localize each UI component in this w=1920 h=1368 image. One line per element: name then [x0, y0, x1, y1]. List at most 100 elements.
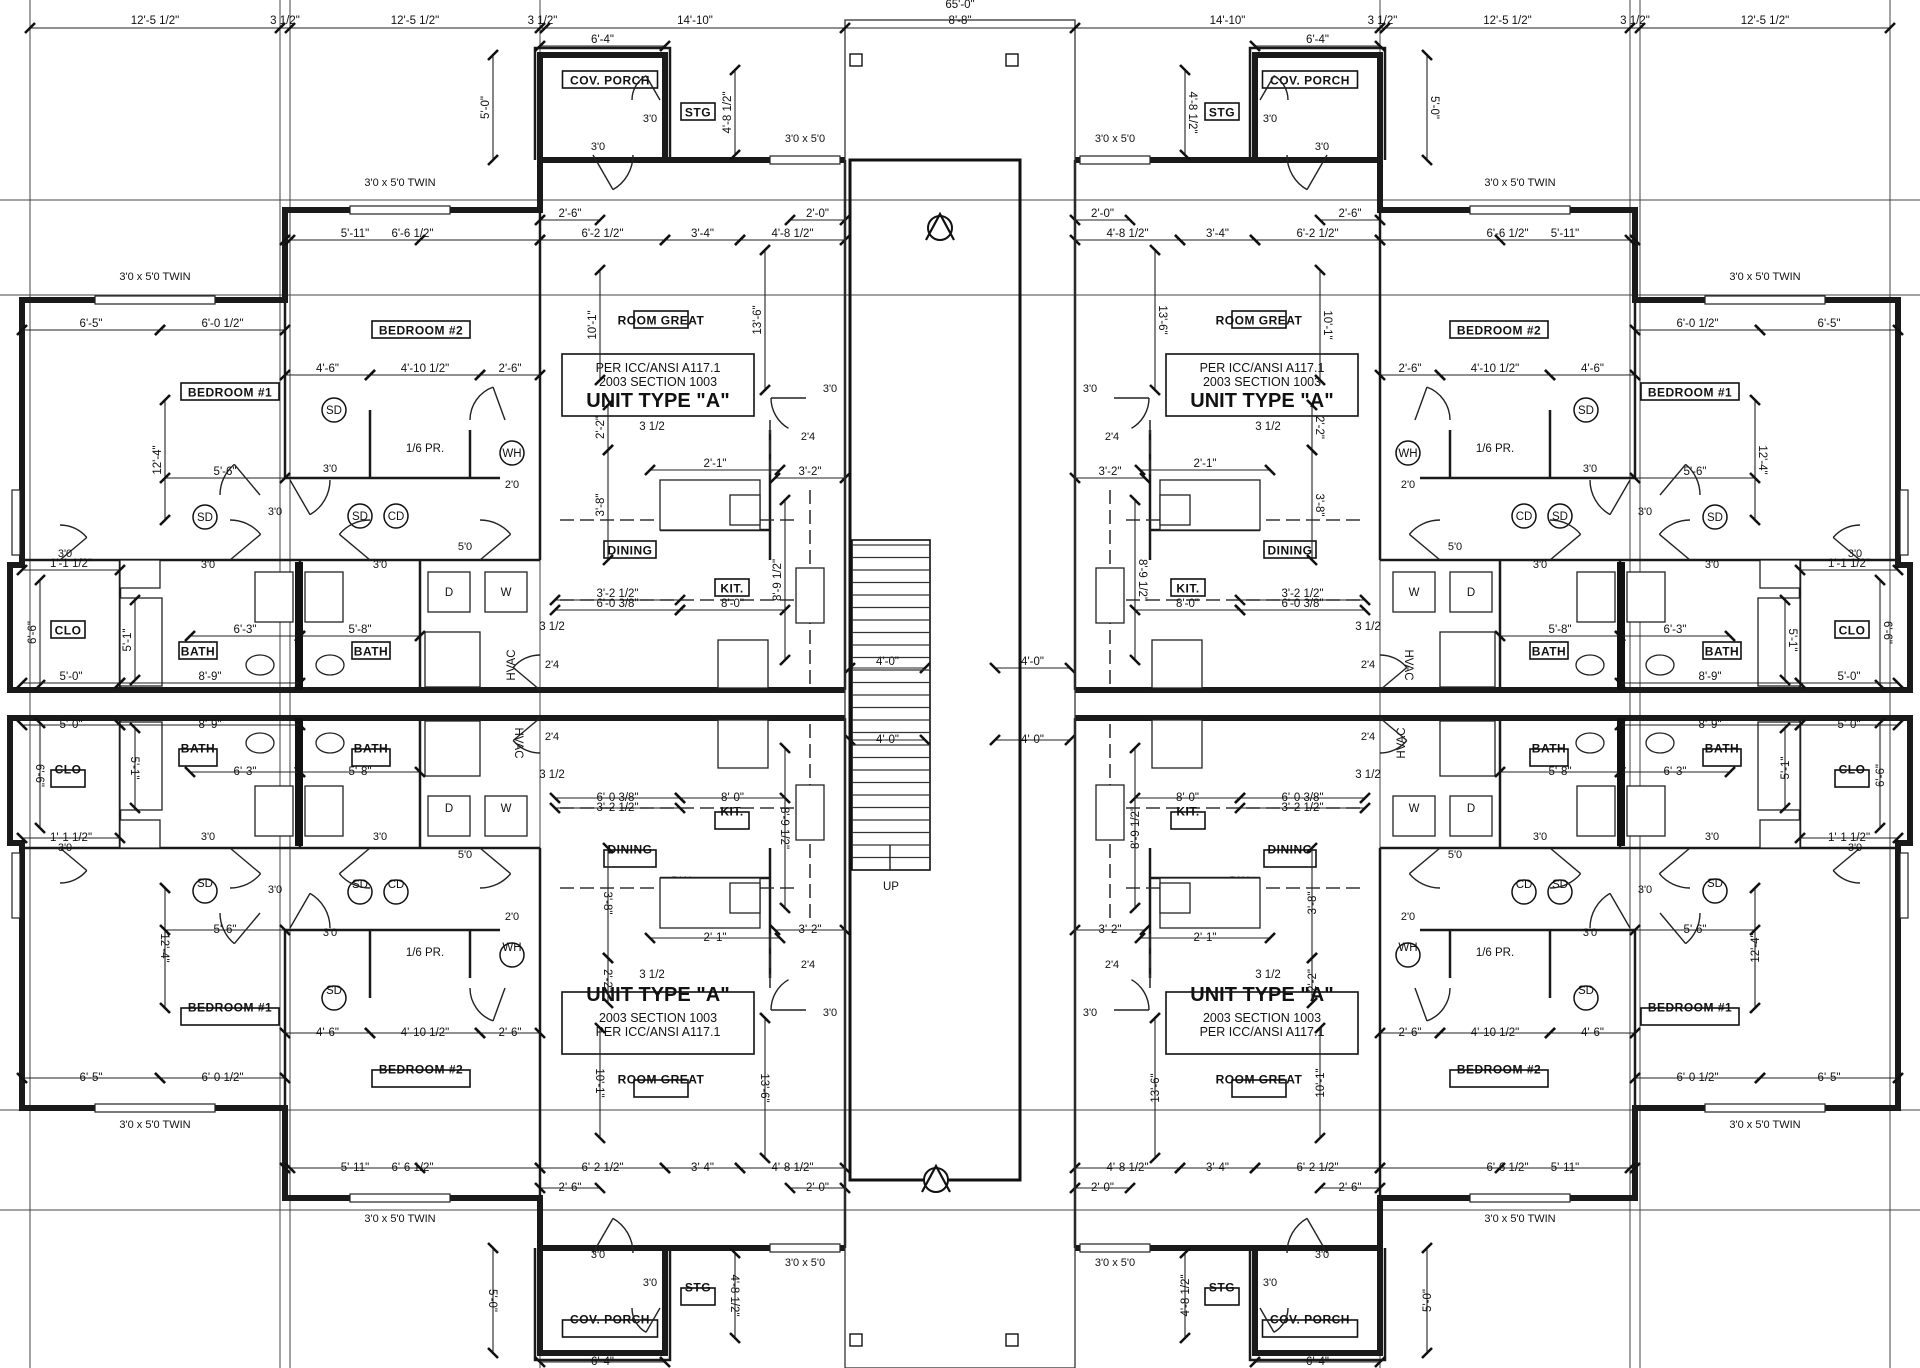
top-dim-0: 12'-5 1/2"	[131, 15, 179, 27]
dim-clo-width: 5'-0"	[1838, 719, 1861, 731]
toilet	[1575, 732, 1605, 754]
dim-closet-b-tick	[644, 932, 656, 944]
bath-divider	[1617, 718, 1625, 846]
porch-outline	[1248, 46, 1387, 160]
dim-hall-tick	[279, 472, 291, 484]
stg-label: STG	[685, 1281, 711, 1295]
entry-door-swing	[770, 979, 789, 1011]
bath-label-box	[1702, 641, 1742, 660]
porch-wall	[537, 1248, 668, 1356]
column-post	[1005, 53, 1019, 67]
bath-door-leaf	[338, 533, 371, 561]
north-arrow-top-mark	[925, 211, 955, 241]
dim-clo-width-tick	[1892, 719, 1904, 731]
bath-door: 3'0	[1705, 559, 1719, 571]
dim-great-depth: 13'-6"	[1156, 305, 1168, 334]
dim-porch-depth-tick	[487, 154, 499, 166]
great-room-label-box	[1231, 310, 1287, 329]
bathtub	[119, 597, 163, 687]
dim-dining-b: 6'-0 3/8"	[1281, 598, 1323, 610]
dim-clo-depth-tick	[1874, 574, 1886, 586]
dim-great-depth: 13'-6"	[758, 1073, 770, 1102]
bedroom-2-door: 3'0	[323, 927, 337, 939]
dim-kit-depth-tick	[1129, 494, 1141, 506]
bath-door: 3'0	[1533, 559, 1547, 571]
dim-great-depth-tick	[1149, 1012, 1161, 1024]
code-line-2: 2003 SECTION 1003	[599, 375, 717, 389]
hvac-door-swing	[1379, 654, 1408, 668]
great-room-window-glazing	[1079, 1243, 1151, 1253]
entry-door-swing	[1131, 979, 1150, 1011]
dim-pantry-tick	[364, 369, 376, 381]
dim-bed2-c-tick	[279, 369, 291, 381]
kit-label-box	[714, 578, 750, 597]
dim-porch-width-tick	[1249, 40, 1261, 52]
range	[717, 639, 769, 689]
dim-stg-depth-tick	[729, 64, 741, 76]
dim-bed1-a-tick	[16, 1072, 28, 1084]
dim-great-b: 3'-4"	[1206, 1162, 1229, 1174]
dim-dining-b: 6'-0 3/8"	[596, 598, 638, 610]
dim-great-depth-2-tick	[1314, 264, 1326, 276]
bedroom-2-label-box	[371, 320, 471, 339]
dim-great-e: 2'-6"	[1339, 1182, 1362, 1194]
dim-corridor-tick	[989, 662, 1001, 674]
dim-great-e-tick	[594, 214, 606, 226]
clo-label: CLO	[1839, 763, 1866, 777]
dim-bed2-d-tick	[1374, 369, 1386, 381]
bedroom-1-window-glazing	[94, 295, 216, 305]
great-room-window-glazing	[1079, 155, 1151, 165]
bath-divider	[1617, 562, 1625, 690]
dim-great-b-tick	[659, 234, 671, 246]
bedroom-1-door-leaf	[1659, 912, 1687, 945]
dim-stg-depth-tick	[1179, 149, 1191, 161]
dim-clo-depth-tick	[1874, 679, 1886, 691]
dim-closet-b-tick	[1264, 932, 1276, 944]
dim-stg-depth: 4'-8 1/2"	[1180, 1274, 1192, 1316]
hvac-door: 2'4	[545, 731, 559, 743]
laundry-door-swing	[1408, 519, 1441, 535]
clo-door-leaf	[1832, 536, 1861, 561]
dim-stg-depth-tick	[1179, 1332, 1191, 1344]
bedroom-2-door-leaf	[1609, 893, 1631, 929]
co-detector-circle	[383, 879, 409, 905]
dim-great-depth: 13'-6"	[1150, 1073, 1162, 1102]
dim-kit-depth: 8'-9 1/2"	[778, 807, 790, 849]
dim-bath-a-tick	[1724, 766, 1736, 778]
clo-door: 3'0	[58, 842, 72, 854]
dim-hall-tick	[159, 472, 171, 484]
stg-label-box	[680, 1287, 716, 1306]
top-dim-2: 12'-5 1/2"	[391, 15, 439, 27]
dim-clo-depth-tick	[1874, 717, 1886, 729]
dim-great-depth-2-tick	[1314, 1132, 1326, 1144]
central-corridor: UP	[844, 19, 1076, 1368]
dim-entry-a-tick	[602, 554, 614, 566]
dim-corridor-tick	[919, 734, 931, 746]
stg-label: STG	[1209, 1281, 1235, 1295]
toilet	[1575, 654, 1605, 676]
dining-label: DINING	[1268, 544, 1313, 558]
entry-door: 3'0	[823, 1007, 837, 1019]
front-door: 3'0	[1315, 141, 1329, 153]
column-post	[849, 1333, 863, 1347]
stg-label-box	[1204, 102, 1240, 121]
dryer-label: D	[1467, 587, 1475, 599]
laundry-door-leaf	[1408, 847, 1441, 875]
dim-tub-tick	[1779, 802, 1791, 814]
dim-wall-thk: 3 1/2	[639, 969, 665, 981]
porch-wall	[1252, 1248, 1383, 1356]
wh-door: 2'0	[505, 911, 519, 923]
dim-bed1-b-tick	[279, 1072, 291, 1084]
dim-porch-width-tick	[534, 40, 546, 52]
clo-label-box	[50, 620, 86, 639]
hvac-door-leaf	[512, 717, 541, 742]
top-dim-tick	[1624, 22, 1636, 34]
dim-stg-depth: 4'-8 1/2"	[1186, 91, 1198, 133]
bedroom-1-window-glazing	[1704, 1103, 1826, 1113]
dim-corridor: 4'-0"	[876, 734, 899, 746]
dining-label: DINING	[608, 843, 653, 857]
laundry-door-leaf	[479, 533, 512, 561]
dim-clo-depth-tick	[34, 679, 46, 691]
